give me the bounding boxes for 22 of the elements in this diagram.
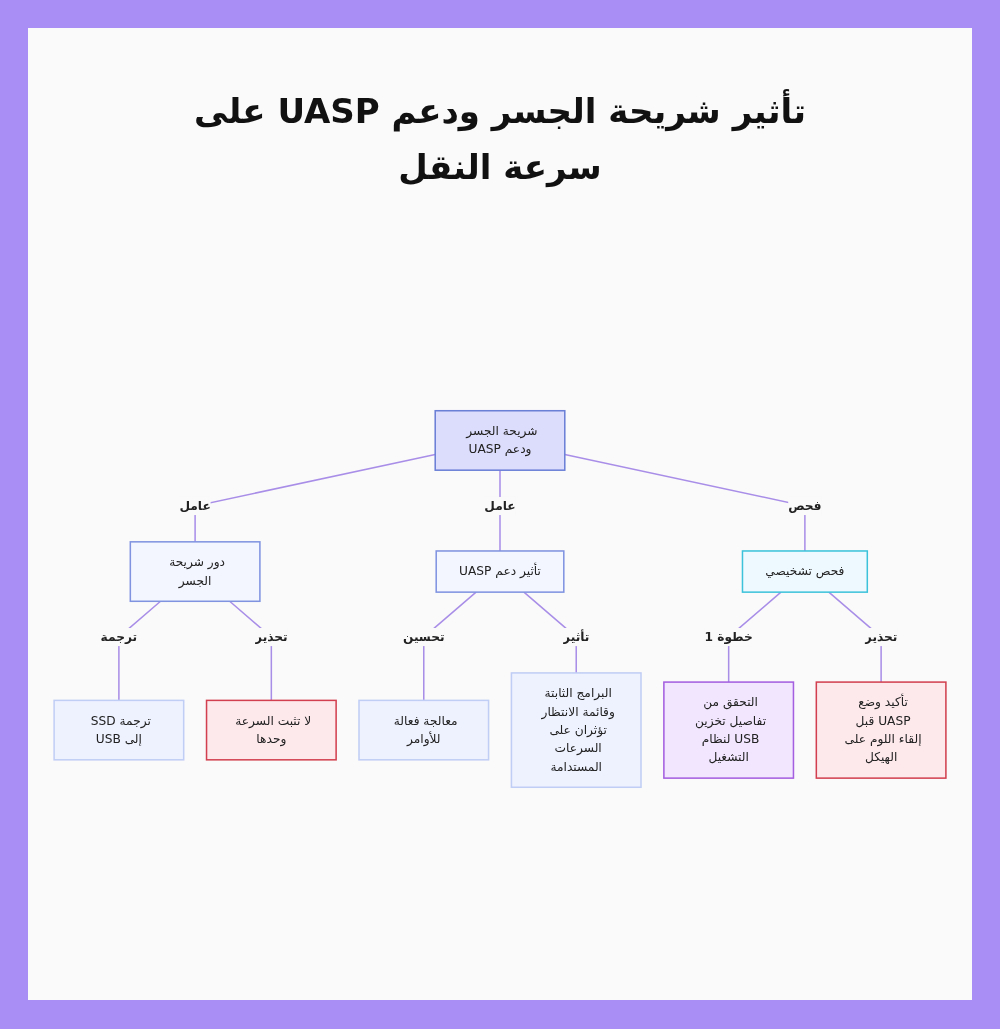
- edge-label: تحذير: [255, 629, 288, 644]
- node-box: فحص تشخيصي: [741, 550, 869, 593]
- node-box: دور شريحة الجسر: [129, 541, 261, 603]
- node-box: شريحة الجسر ودعم UASP: [434, 409, 566, 471]
- node-box: تأثير دعم UASP: [435, 550, 565, 593]
- edge-label: تحسين: [402, 629, 445, 644]
- edge-label: عامل: [484, 498, 516, 513]
- node-box: التحقق من تفاصيل تخزين USB لنظام التشغيل: [663, 681, 795, 779]
- node-box: لا تثبت السرعة وحدها: [205, 699, 337, 761]
- node-box: البرامج الثابتة وقائمة الانتظار تؤثران على السرعات المستدامة: [510, 672, 642, 789]
- edge-label: فحص: [788, 498, 822, 513]
- edge-label: خطوة 1: [704, 629, 753, 644]
- node-box: تأكيد وضع UASP قبل إلقاء اللوم على الهيكل: [815, 681, 947, 779]
- edge-label: عامل: [179, 498, 211, 513]
- node-box: ترجمة SSD إلى USB: [53, 699, 185, 761]
- connector: [564, 453, 806, 552]
- node-box: معالجة فعالة للأوامر: [358, 699, 490, 761]
- edge-label: ترجمة: [100, 629, 138, 644]
- edge-label: تأثير: [563, 629, 590, 644]
- diagram-title: تأثير شريحة الجسر ودعم UASP على سرعة النقل: [193, 88, 807, 190]
- edge-label: تحذير: [864, 629, 898, 644]
- connector: [194, 453, 436, 543]
